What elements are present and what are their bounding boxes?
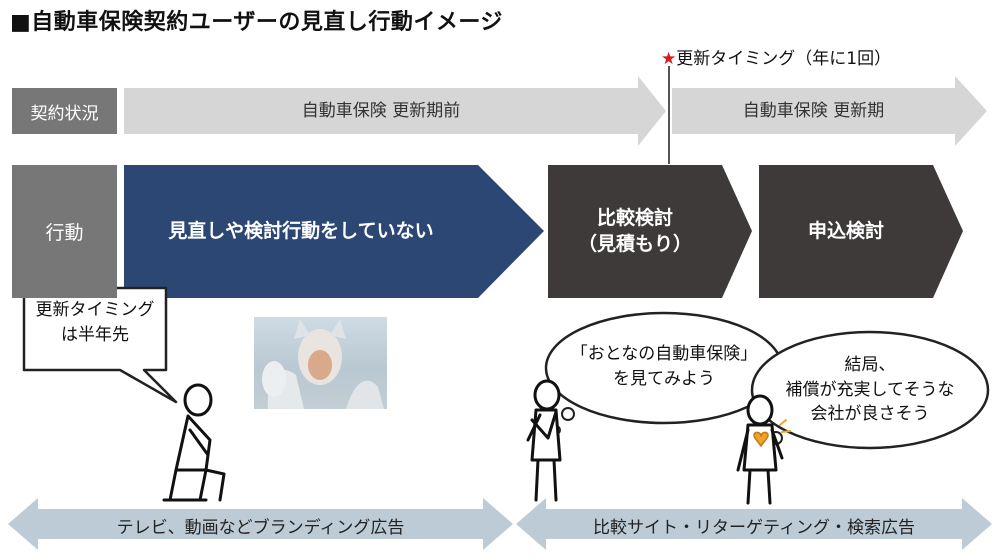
page-title: ■自動車保険契約ユーザーの見直し行動イメージ	[10, 10, 503, 35]
action-stage-2-text: 比較検討 （見積もり）	[548, 165, 722, 298]
speech-thinking-text: 「おとなの自動車保険」 を見てみよう	[548, 342, 780, 391]
contract-period-arrow	[672, 76, 987, 146]
contract-before-arrow	[124, 76, 666, 146]
cloud-bubble-decided	[750, 330, 990, 450]
channel-performance-arrow	[516, 498, 992, 550]
action-stage-2-line2: （見積もり）	[577, 232, 692, 255]
speech-decided-text: 結局、 補償が充実してそうな 会社が良さそう	[754, 353, 986, 427]
speech-bubble-sitting	[22, 286, 178, 404]
renewal-timing-line	[668, 66, 670, 164]
sitting-person-icon	[162, 383, 226, 502]
costumed-figure-image	[262, 319, 384, 409]
thinking-person-icon	[526, 379, 562, 502]
speech-decided-line1: 結局、	[844, 355, 896, 375]
action-stage-2-line1: 比較検討	[596, 206, 673, 229]
action-stage-3-arrow	[759, 165, 963, 298]
speech-sitting-text: 更新タイミング は半年先	[24, 298, 166, 347]
speech-sitting-line1: 更新タイミング	[35, 300, 155, 320]
contract-status-label: 契約状況	[12, 88, 117, 134]
contract-period-text: 自動車保険 更新期	[742, 100, 885, 121]
action-stage-1-arrow	[124, 165, 544, 298]
channel-branding-arrow	[8, 498, 513, 550]
renewal-timing-text: 更新タイミング（年に1回）	[676, 49, 892, 69]
contract-before-text: 自動車保険 更新期前	[301, 100, 461, 121]
renewal-timing-label: ★更新タイミング（年に1回）	[661, 44, 891, 69]
speech-decided-line3: 会社が良さそう	[810, 404, 930, 425]
action-stage-2-arrow	[548, 165, 752, 298]
speech-thinking-line1: 「おとなの自動車保険」	[570, 344, 758, 364]
speech-thinking-line2: を見てみよう	[613, 368, 715, 389]
action-stage-3-text: 申込検討	[807, 219, 884, 242]
channel-branding-text: テレビ、動画などブランディング広告	[116, 518, 405, 538]
action-label: 行動	[12, 165, 117, 298]
speech-sitting-line2: は半年先	[61, 324, 129, 345]
action-stage-1-text: 見直しや検討行動をしていない	[168, 219, 434, 242]
brand-ad-photo	[254, 317, 387, 409]
star-icon: ★	[661, 49, 677, 69]
heart-person-icon	[736, 394, 791, 505]
channel-performance-text: 比較サイト・リターゲティング・検索広告	[593, 518, 915, 538]
speech-decided-line2: 補償が充実してそうな	[785, 379, 955, 400]
